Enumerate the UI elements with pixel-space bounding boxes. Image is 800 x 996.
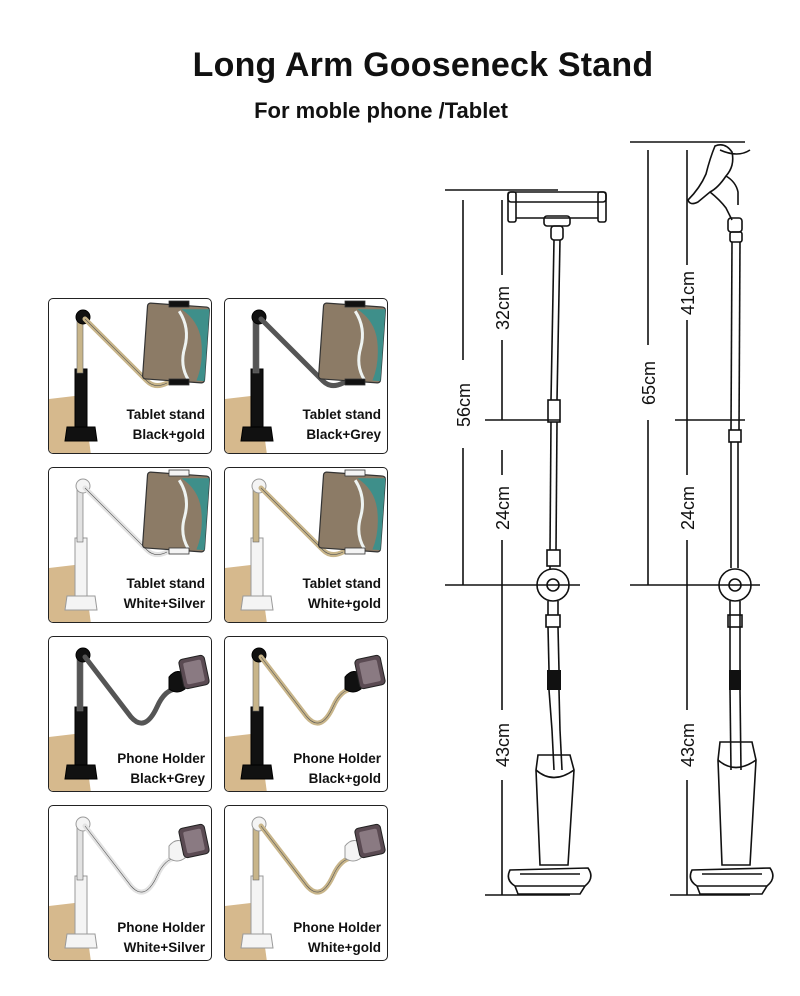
page-subtitle: For moble phone /Tablet xyxy=(254,98,508,123)
phone-mid-section-label: 24cm xyxy=(678,486,698,530)
tablet-top-section-label: 32cm xyxy=(493,286,513,330)
product-color-label: Black+Grey xyxy=(306,427,381,442)
product-color-label: White+gold xyxy=(307,596,381,611)
product-color-label: White+Silver xyxy=(123,596,205,611)
phone-holder-photo xyxy=(49,647,210,791)
phone-bottom-section-label: 43cm xyxy=(678,723,698,767)
product-color-label: Black+gold xyxy=(308,771,381,786)
product-type-label: Tablet stand xyxy=(126,576,205,591)
product-color-label: Black+Grey xyxy=(130,771,205,786)
phone-holder-photo xyxy=(225,816,386,960)
tablet-stand-photo xyxy=(49,300,210,453)
product-color-label: White+Silver xyxy=(123,940,205,955)
product-type-label: Phone Holder xyxy=(117,751,205,766)
phone-top-section-label: 41cm xyxy=(678,271,698,315)
tablet-bottom-section-label: 43cm xyxy=(493,723,513,767)
product-type-label: Tablet stand xyxy=(126,407,205,422)
phone-total-height-label: 65cm xyxy=(639,361,659,405)
phone-holder-photo xyxy=(49,816,210,960)
tablet-total-height-label: 56cm xyxy=(454,383,474,427)
page-title: Long Arm Gooseneck Stand xyxy=(192,46,654,84)
dimension-diagram: 56cm 32cm 24cm 43cm 65cm 41cm 24cm 43cm xyxy=(445,141,774,896)
product-type-label: Tablet stand xyxy=(302,407,381,422)
product-color-label: White+gold xyxy=(307,940,381,955)
product-type-label: Phone Holder xyxy=(117,920,205,935)
product-type-label: Tablet stand xyxy=(302,576,381,591)
tablet-stand-photo xyxy=(49,469,210,622)
phone-holder-photo xyxy=(225,647,386,791)
tablet-mid-section-label: 24cm xyxy=(493,486,513,530)
tablet-stand-photo xyxy=(225,300,386,453)
product-color-label: Black+gold xyxy=(132,427,205,442)
product-type-label: Phone Holder xyxy=(293,751,381,766)
tablet-stand-photo xyxy=(225,469,386,622)
product-type-label: Phone Holder xyxy=(293,920,381,935)
